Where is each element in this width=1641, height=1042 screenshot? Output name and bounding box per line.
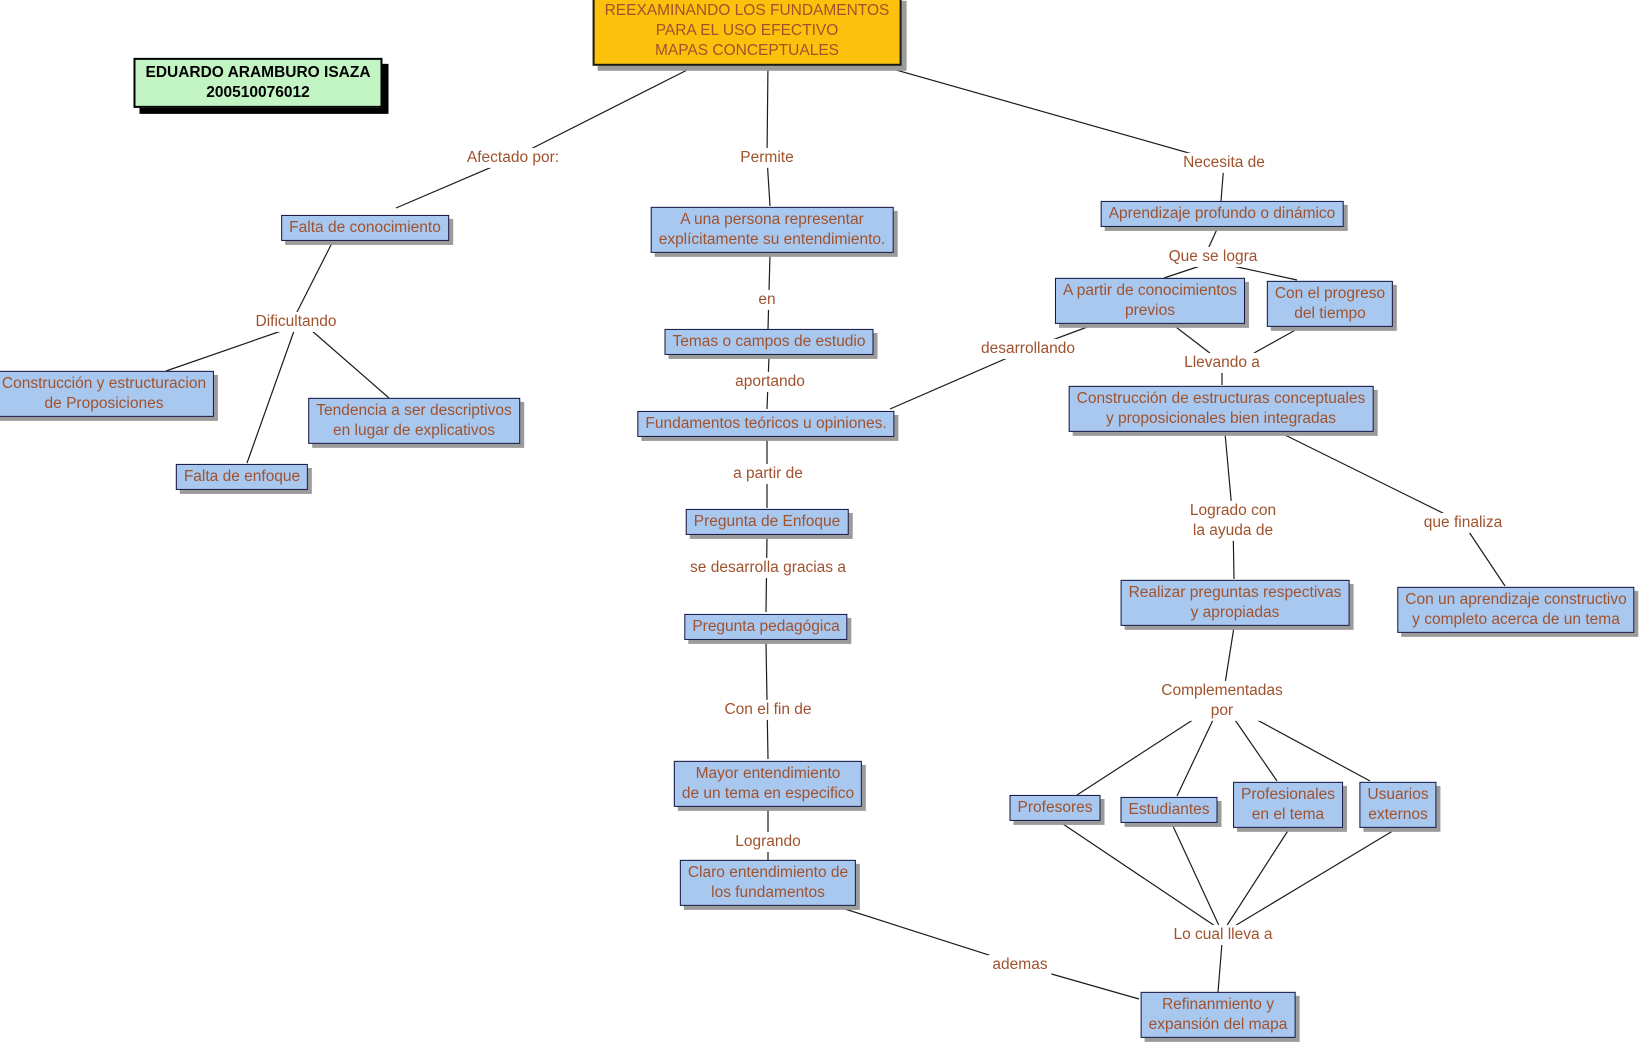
concept-falta-de-conocimiento[interactable]: Falta de conocimiento [281,214,449,242]
concept-aprendizaje-constructivo[interactable]: Con un aprendizaje constructivo y comple… [1397,586,1635,634]
edge-conocimientos-previos--llevando-a [1171,323,1216,358]
concept-claro-entendimiento[interactable]: Claro entendimiento de los fundamentos [679,859,857,907]
concept-pregunta-de-enfoque[interactable]: Pregunta de Enfoque [685,508,849,536]
link-logrado-con-la-ayuda-de-label[interactable]: Logrado con la ayuda de [1185,500,1281,542]
concept-mayor-entendimiento[interactable]: Mayor entendimiento de un tema en especi… [673,760,863,808]
link-afectado-por-label[interactable]: Afectado por: [462,147,564,169]
concept-profesores[interactable]: Profesores [1009,794,1101,822]
concept-falta-de-enfoque[interactable]: Falta de enfoque [175,463,309,491]
concept-construccion-proposiciones[interactable]: Construcción y estructuracion de Proposi… [0,370,215,418]
link-complementadas-por-label[interactable]: Complementadas por [1157,680,1287,722]
concept-map-title[interactable]: REEXAMINANDO LOS FUNDAMENTOS PARA EL USO… [592,0,902,67]
edge-profesores--lo-cual-lleva-a [1059,821,1222,931]
link-necesita-de-label[interactable]: Necesita de [1179,152,1269,174]
concept-estudiantes[interactable]: Estudiantes [1120,796,1218,824]
link-desarrollando-label[interactable]: desarrollando [977,338,1079,360]
edge-que-se-logra--conocimientos-previos [1163,265,1201,279]
link-con-el-fin-de-label[interactable]: Con el fin de [720,699,816,721]
link-se-desarrolla-gracias-a-label[interactable]: se desarrolla gracias a [686,557,850,579]
link-que-se-logra-label[interactable]: Que se logra [1164,246,1262,268]
edge-realizar-preguntas--complementadas-por [1223,626,1235,691]
concept-profesionales-en-el-tema[interactable]: Profesionales en el tema [1233,781,1343,829]
link-dificultando-label[interactable]: Dificultando [251,311,341,333]
edge-lo-cual-lleva-a--refinamiento-expansion [1217,942,1223,993]
edge-estudiantes--lo-cual-lleva-a [1171,823,1222,931]
link-logrando-label[interactable]: Logrando [731,831,805,853]
link-aportando-label[interactable]: aportando [731,371,809,393]
link-ademas-label[interactable]: ademas [988,954,1052,976]
concept-aprendizaje-profundo[interactable]: Aprendizaje profundo o dinámico [1100,200,1344,228]
concept-author[interactable]: EDUARDO ARAMBURO ISAZA 200510076012 [133,57,383,109]
concept-realizar-preguntas[interactable]: Realizar preguntas respectivas y apropia… [1120,579,1350,627]
edge-map-title--aprendizaje-profundo [867,61,1225,202]
link-llevando-a-label[interactable]: Llevando a [1180,352,1264,374]
concept-construccion-estructuras[interactable]: Construcción de estructuras conceptuales… [1068,385,1374,433]
concept-temas-campos-estudio[interactable]: Temas o campos de estudio [664,328,874,356]
link-permite-label[interactable]: Permite [736,147,798,169]
edge-construccion-estructuras--aprendizaje-constructivo [1280,432,1506,587]
concept-progreso-del-tiempo[interactable]: Con el progreso del tiempo [1266,280,1394,328]
concept-usuarios-externos[interactable]: Usuarios externos [1359,781,1437,829]
edge-profesionales-en-el-tema--lo-cual-lleva-a [1223,828,1290,931]
edge-usuarios-externos--lo-cual-lleva-a [1227,828,1397,931]
edge-dificultando--construccion-proposiciones [165,329,285,372]
edge-dificultando--falta-de-enfoque [246,330,295,464]
concept-pregunta-pedagogica[interactable]: Pregunta pedagógica [684,613,848,641]
edge-aprendizaje-profundo--que-se-logra [1207,226,1219,250]
edge-que-se-logra--progreso-del-tiempo [1232,265,1298,281]
link-en-label[interactable]: en [754,289,780,311]
concept-persona-representar[interactable]: A una persona representar explícitamente… [650,206,894,254]
edge-falta-de-conocimiento--dificultando [295,240,334,315]
link-lo-cual-lleva-a-label[interactable]: Lo cual lleva a [1169,924,1277,946]
concept-tendencia-descriptivos[interactable]: Tendencia a ser descriptivos en lugar de… [308,397,520,445]
edge-dificultando--tendencia-descriptivos [310,329,390,399]
link-a-partir-de-label[interactable]: a partir de [729,463,807,485]
concept-refinamiento-expansion[interactable]: Refinanmiento y expansión del mapa [1140,991,1296,1039]
edge-map-title--falta-de-conocimiento [395,61,704,209]
link-que-finaliza-label[interactable]: que finaliza [1419,512,1507,534]
edge-map-title--persona-representar [766,61,771,207]
concept-fundamentos-teoricos[interactable]: Fundamentos teóricos u opiniones. [637,410,895,438]
edge-claro-entendimiento--refinamiento-expansion [822,901,1140,1000]
edge-progreso-del-tiempo--llevando-a [1246,327,1300,358]
concept-conocimientos-previos[interactable]: A partir de conocimientos previos [1054,277,1246,325]
